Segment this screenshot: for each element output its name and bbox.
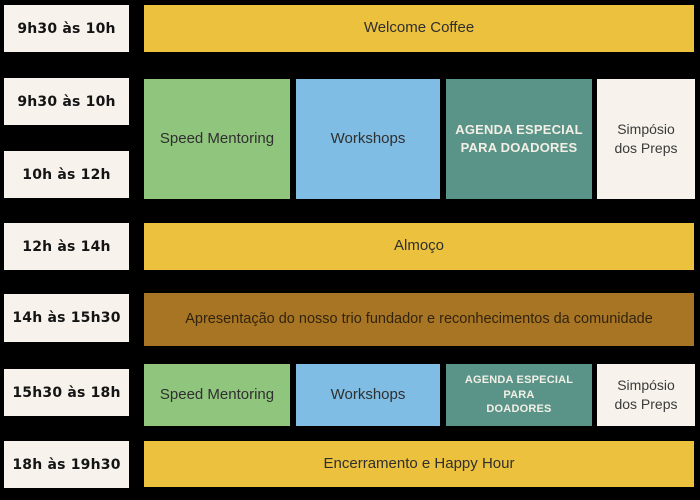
time-slot-afternoon: 15h30 às 18h [4, 369, 129, 416]
event-welcome-coffee: Welcome Coffee [144, 5, 694, 52]
event-simposio-preps-morning: Simpósio dos Preps [597, 79, 695, 199]
event-label-line: AGENDA ESPECIAL PARA [464, 373, 574, 401]
time-slot-morning-2: 10h às 12h [4, 151, 129, 198]
event-speed-mentoring-morning: Speed Mentoring [144, 79, 290, 199]
event-label-line: dos Preps [614, 396, 678, 412]
time-slot-lunch: 12h às 14h [4, 223, 129, 270]
event-label-line: DOADORES [486, 403, 552, 416]
event-workshops-morning: Workshops [296, 79, 440, 199]
event-simposio-preps-afternoon: Simpósio dos Preps [597, 364, 695, 426]
time-slot-welcome: 9h30 às 10h [4, 5, 129, 52]
event-label-line: Simpósio [617, 377, 675, 394]
time-slot-closing: 18h às 19h30 [4, 441, 129, 488]
event-label-line: Simpósio [617, 121, 675, 138]
time-slot-morning-1: 9h30 às 10h [4, 78, 129, 125]
event-agenda-doadores-morning: AGENDA ESPECIAL PARA DOADORES [446, 79, 592, 199]
event-agenda-doadores-afternoon: AGENDA ESPECIAL PARA DOADORES [446, 364, 592, 426]
event-lunch: Almoço [144, 223, 694, 270]
event-speed-mentoring-afternoon: Speed Mentoring [144, 364, 290, 426]
event-label-line: AGENDA ESPECIAL [455, 122, 583, 138]
event-workshops-afternoon: Workshops [296, 364, 440, 426]
event-founders-presentation: Apresentação do nosso trio fundador e re… [144, 293, 694, 346]
event-closing-happy-hour: Encerramento e Happy Hour [144, 441, 694, 487]
time-slot-presentation: 14h às 15h30 [4, 294, 129, 342]
event-label-line: dos Preps [614, 140, 678, 156]
event-label-line: PARA DOADORES [460, 140, 578, 155]
